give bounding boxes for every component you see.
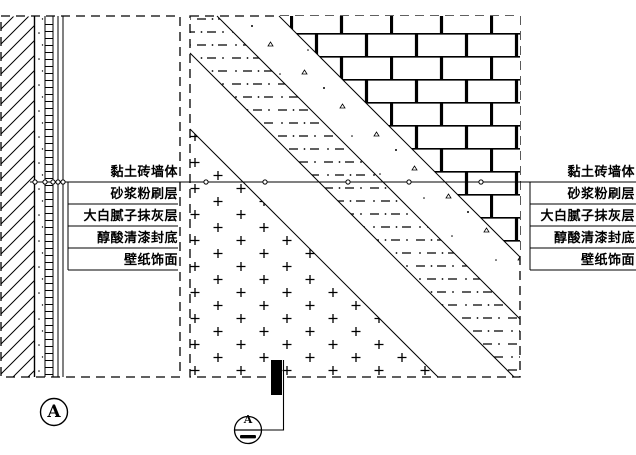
- layer-label: 醇酸清漆封底: [553, 231, 635, 246]
- detail-callout: [233, 360, 285, 445]
- section-marker-circle: [39, 397, 69, 427]
- callout-leader: [262, 360, 285, 431]
- layer-label: 砂浆粉刷层: [110, 187, 178, 202]
- band-boundary-line: [278, 15, 521, 258]
- detail-marker-sheet-dash: [240, 435, 256, 439]
- right-label-ladder: [529, 182, 636, 271]
- brick-wall-hatch: [1, 16, 34, 377]
- wall-detail-panel: [189, 15, 521, 378]
- leader-markers: [32, 179, 484, 185]
- plaster-band-dashdot-pattern: [190, 16, 520, 377]
- layer-label: 黏土砖墙体: [110, 165, 178, 180]
- detail-marker-letter: A: [243, 413, 253, 426]
- left-label-ladder: [67, 182, 178, 271]
- leader-and-ladders: [30, 179, 636, 271]
- mortar-layer-strip: [35, 16, 45, 377]
- layer-label: 黏土砖墙体: [567, 165, 635, 180]
- layer-label: 砂浆粉刷层: [567, 187, 635, 202]
- band-boundary-line: [189, 52, 515, 378]
- left-wall-section: [0, 15, 181, 378]
- layer-label: 壁纸饰面: [123, 253, 178, 268]
- layer-label: 大白腻子抹灰层: [83, 209, 178, 224]
- layer-label: 壁纸饰面: [580, 253, 635, 268]
- layer-label: 醇酸清漆封底: [96, 231, 178, 246]
- section-marker: [39, 397, 69, 427]
- section-marker-letter: A: [47, 402, 61, 422]
- putty-layer-ticks: [45, 18, 53, 376]
- layer-label: 大白腻子抹灰层: [540, 209, 635, 224]
- section-cut-bar: [271, 360, 282, 395]
- band-boundary-line: [189, 128, 439, 378]
- band-boundary-line: [216, 15, 521, 320]
